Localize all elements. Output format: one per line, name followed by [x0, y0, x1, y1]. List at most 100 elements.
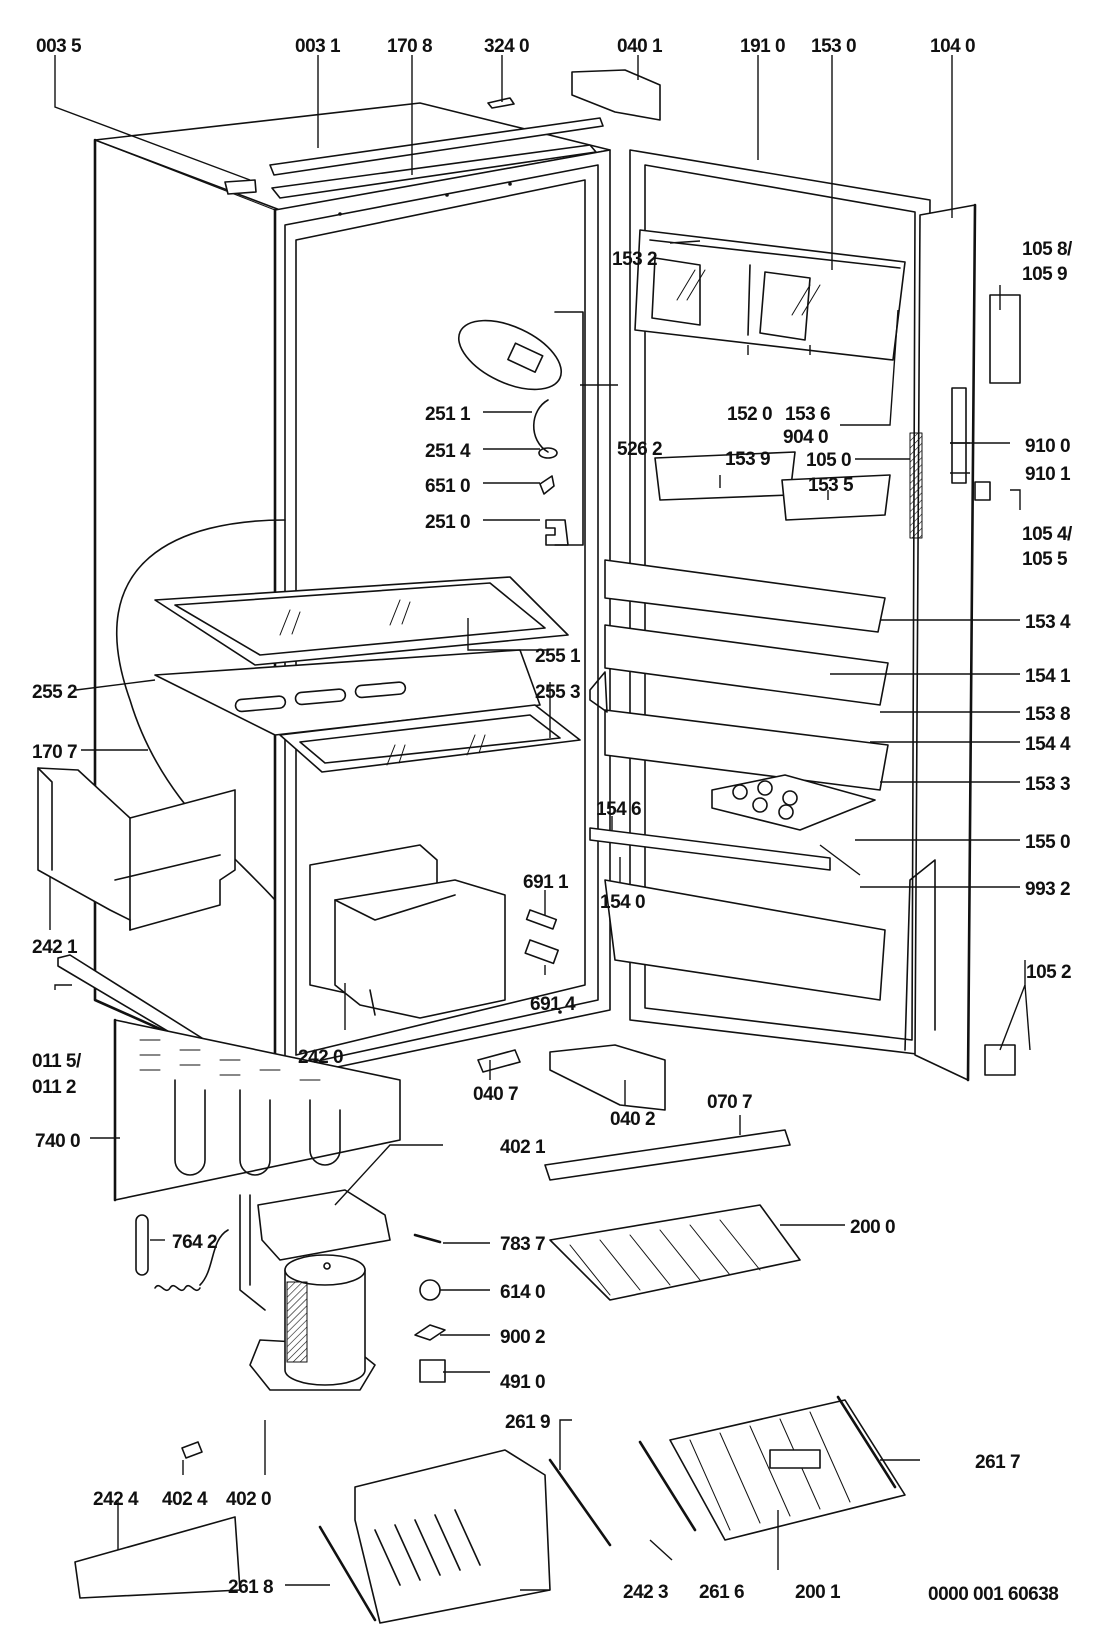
label-1052: 105 2 [1026, 962, 1071, 983]
label-0112: 011 2 [32, 1077, 76, 1098]
label-1540: 154 0 [600, 892, 645, 913]
freezer-drawer [354, 1449, 551, 1624]
overload-protector [414, 1324, 446, 1341]
relay-cover [419, 1359, 446, 1383]
label-1055: 105 5 [1022, 549, 1068, 570]
label-2510: 251 0 [425, 512, 470, 533]
label-7837: 783 7 [500, 1234, 545, 1255]
label-1050: 105 0 [806, 450, 851, 471]
door-shelf-lower [604, 709, 889, 791]
label-1550: 155 0 [1025, 832, 1070, 853]
drawer-runner-left [318, 1525, 377, 1622]
tray-runner-left [638, 1440, 697, 1532]
crisper-right [309, 844, 506, 1019]
label-3240: 324 0 [484, 36, 529, 57]
compressor-clip [181, 1441, 203, 1459]
label-0407: 040 7 [473, 1084, 518, 1105]
dryer-filter [135, 1214, 229, 1292]
label-9002: 900 2 [500, 1327, 545, 1348]
label-4910: 491 0 [500, 1372, 545, 1393]
label-1520: 152 0 [727, 404, 772, 425]
sensor [525, 909, 558, 930]
label-2511: 251 1 [425, 404, 471, 425]
label-2001: 200 1 [795, 1582, 841, 1603]
label-1708: 170 8 [387, 36, 432, 57]
label-1059: 105 9 [1022, 264, 1067, 285]
label-1040: 104 0 [930, 36, 975, 57]
door-catch [974, 481, 991, 501]
glass-shelf-lower [279, 704, 581, 773]
label-2617: 261 7 [975, 1452, 1020, 1473]
label-1536: 153 6 [785, 404, 830, 425]
label-2552: 255 2 [32, 682, 77, 703]
door-shelf-middle [604, 624, 889, 706]
egg-cups [732, 780, 798, 820]
label-1530: 153 0 [811, 36, 856, 57]
small-box-right [781, 474, 891, 521]
glass-shelf-upper [154, 576, 569, 666]
leader-lines [49, 55, 1031, 1591]
label-1546: 154 6 [596, 799, 641, 820]
label-6510: 651 0 [425, 476, 470, 497]
label-9100: 910 0 [1025, 436, 1070, 457]
egg-tray [711, 774, 876, 831]
relay [419, 1279, 441, 1301]
compressor [249, 1254, 376, 1391]
freezer-shelf [549, 1204, 801, 1301]
label-2514: 251 4 [425, 441, 471, 462]
door-handle [989, 294, 1021, 384]
label-1538: 153 8 [1025, 704, 1070, 725]
label-1535: 153 5 [808, 475, 854, 496]
label-1058: 105 8/ [1022, 239, 1073, 260]
label-0115: 011 5/ [32, 1051, 82, 1072]
label-2420: 242 0 [298, 1047, 343, 1068]
label-2619: 261 9 [505, 1412, 550, 1433]
door-switch [951, 387, 967, 484]
plinth-bar [544, 1129, 791, 1181]
upper-hinge [571, 69, 661, 121]
label-7400: 740 0 [35, 1131, 80, 1152]
label-6140: 614 0 [500, 1282, 545, 1303]
freezer-flap [74, 1516, 241, 1599]
label-2424: 242 4 [93, 1489, 139, 1510]
dairy-compartment [634, 229, 906, 361]
bottle-rail [589, 827, 831, 871]
part-labels: 003 5 003 1 170 8 324 0 040 1 191 0 153 … [32, 36, 1074, 1605]
label-7642: 764 2 [172, 1232, 217, 1253]
label-6914: 691 4 [530, 994, 576, 1015]
label-9101: 910 1 [1025, 464, 1071, 485]
label-1054: 105 4/ [1022, 524, 1073, 545]
label-9040: 904 0 [783, 427, 828, 448]
drawing-number: 0000 001 60638 [928, 1584, 1058, 1605]
bottle-retainer [589, 671, 608, 713]
label-1532: 153 2 [612, 249, 657, 270]
thermostat-assembly [457, 311, 584, 546]
label-2553: 255 3 [535, 682, 580, 703]
hinge-plate [477, 1049, 521, 1073]
label-1534: 153 4 [1025, 612, 1071, 633]
label-2616: 261 6 [699, 1582, 744, 1603]
door-edge-trim [909, 432, 923, 539]
label-4020: 402 0 [226, 1489, 271, 1510]
door-shelf-top [604, 559, 886, 633]
label-2000: 200 0 [850, 1217, 895, 1238]
shelf-frame [154, 649, 541, 736]
label-0031: 003 1 [295, 36, 341, 57]
label-1539: 153 9 [725, 449, 770, 470]
label-4021: 402 1 [500, 1137, 546, 1158]
tubing [239, 1194, 266, 1311]
label-1533: 153 3 [1025, 774, 1070, 795]
label-2618: 261 8 [228, 1577, 273, 1598]
lower-hinge [549, 1044, 666, 1111]
tray-runner-right [836, 1395, 897, 1489]
cable [819, 844, 861, 876]
label-1707: 170 7 [32, 742, 77, 763]
label-2551: 255 1 [535, 646, 581, 667]
label-1910: 191 0 [740, 36, 785, 57]
bottle-shelf [604, 879, 886, 1001]
connector [524, 939, 559, 965]
label-2421: 242 1 [32, 937, 78, 958]
label-2423: 242 3 [623, 1582, 668, 1603]
label-4024: 402 4 [162, 1489, 208, 1510]
